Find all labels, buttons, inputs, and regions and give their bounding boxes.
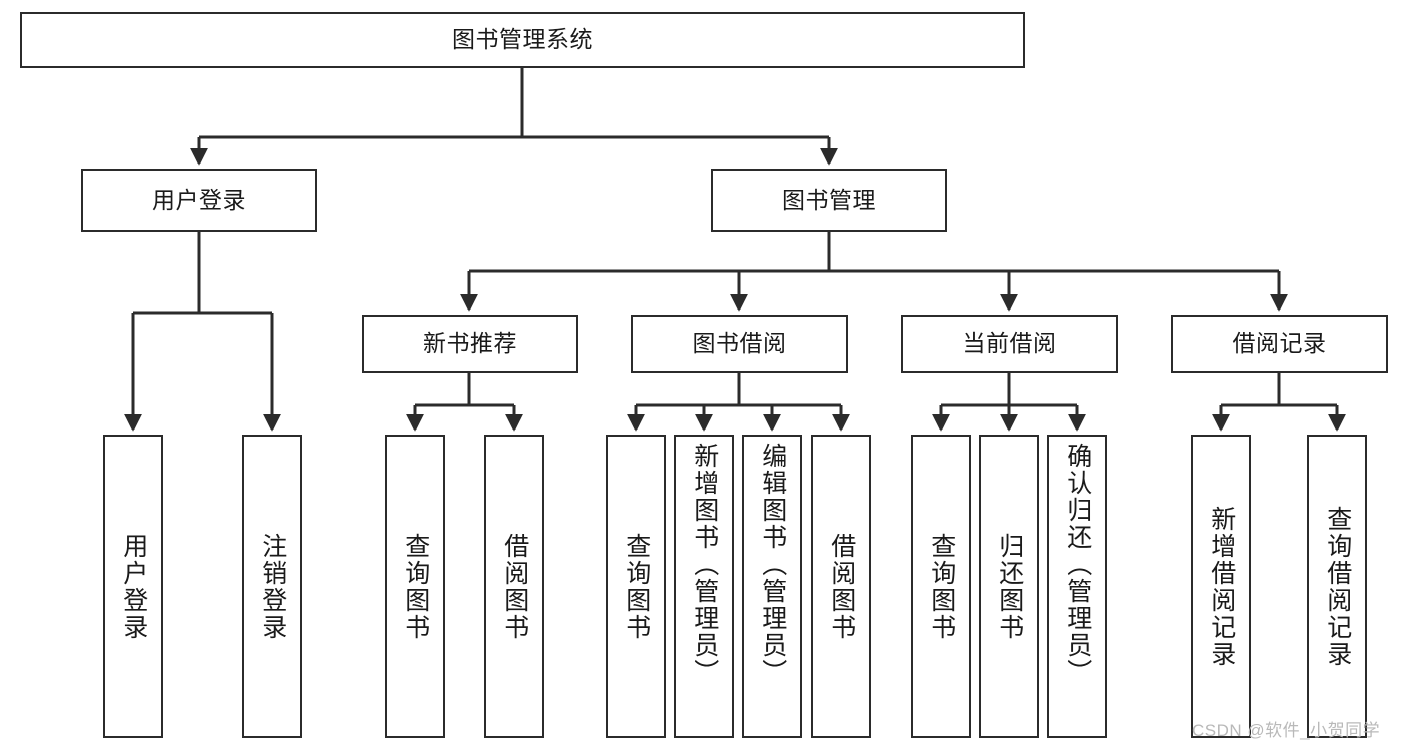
node-label: 新书推荐 [423, 330, 517, 357]
node-label: 用户登录 [152, 186, 246, 213]
node-root-system[interactable]: 图书管理系统 [20, 12, 1025, 68]
node-label: 归还图书 [995, 532, 1024, 641]
node-user-login[interactable]: 用户登录 [81, 169, 317, 232]
node-label: 借阅记录 [1232, 330, 1327, 357]
node-label: 新增图书（管理员） [690, 443, 719, 686]
leaf-current-confirm-return-admin[interactable]: 确认归还（管理员） [1047, 435, 1107, 738]
node-label: 新增借阅记录 [1207, 505, 1236, 668]
node-label: 查询图书 [401, 532, 430, 641]
leaf-newbook-query-book[interactable]: 查询图书 [385, 435, 445, 738]
node-label: 编辑图书（管理员） [758, 443, 787, 686]
node-label: 图书借阅 [692, 330, 787, 357]
leaf-user-login-logout[interactable]: 注销登录 [242, 435, 302, 738]
csdn-watermark: CSDN @软件_小贺同学 [1192, 721, 1381, 740]
node-book-management[interactable]: 图书管理 [711, 169, 947, 232]
node-borrow-record[interactable]: 借阅记录 [1171, 315, 1388, 373]
node-label: 借阅图书 [500, 532, 529, 641]
node-label: 借阅图书 [827, 532, 856, 641]
node-new-book-recommend[interactable]: 新书推荐 [362, 315, 578, 373]
node-label: 图书管理系统 [452, 26, 593, 53]
node-current-borrow[interactable]: 当前借阅 [901, 315, 1118, 373]
node-label: 当前借阅 [962, 330, 1057, 357]
node-label: 图书管理 [782, 186, 876, 213]
leaf-current-return-book[interactable]: 归还图书 [979, 435, 1039, 738]
node-label: 确认归还（管理员） [1063, 443, 1092, 686]
leaf-newbook-borrow-book[interactable]: 借阅图书 [484, 435, 544, 738]
leaf-borrow-edit-book-admin[interactable]: 编辑图书（管理员） [742, 435, 802, 738]
leaf-current-query-book[interactable]: 查询图书 [911, 435, 971, 738]
leaf-record-query-record[interactable]: 查询借阅记录 [1307, 435, 1367, 738]
node-label: 查询借阅记录 [1323, 505, 1352, 668]
node-label: 用户登录 [119, 532, 148, 641]
leaf-borrow-borrow-book[interactable]: 借阅图书 [811, 435, 871, 738]
leaf-borrow-add-book-admin[interactable]: 新增图书（管理员） [674, 435, 734, 738]
leaf-borrow-query-book[interactable]: 查询图书 [606, 435, 666, 738]
node-book-borrow[interactable]: 图书借阅 [631, 315, 848, 373]
leaf-user-login-login[interactable]: 用户登录 [103, 435, 163, 738]
leaf-record-add-record[interactable]: 新增借阅记录 [1191, 435, 1251, 738]
node-label: 查询图书 [622, 532, 651, 641]
node-label: 查询图书 [927, 532, 956, 641]
node-label: 注销登录 [258, 532, 287, 641]
